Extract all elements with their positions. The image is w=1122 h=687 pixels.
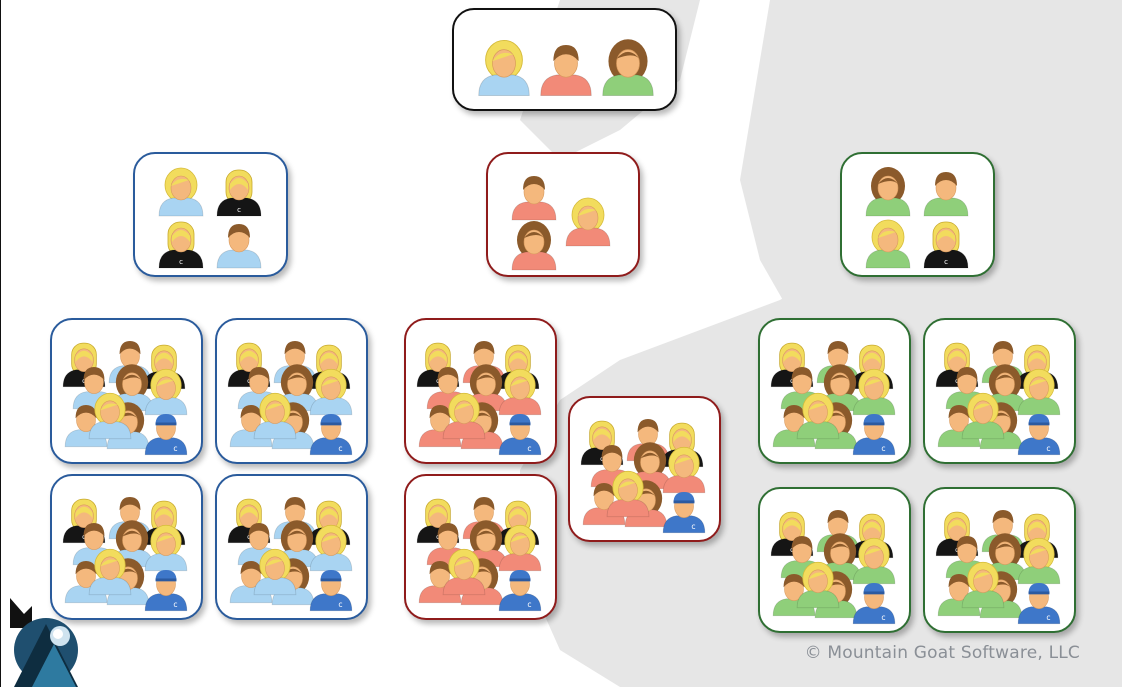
person-icon: c — [923, 221, 969, 269]
person-icon — [961, 561, 1005, 609]
svg-text:c: c — [691, 522, 695, 531]
person-icon — [852, 537, 896, 585]
svg-text:c: c — [179, 258, 183, 266]
person-icon — [662, 446, 706, 494]
person-icon — [923, 172, 969, 217]
svg-text:c: c — [1046, 613, 1050, 622]
person-icon — [796, 392, 840, 440]
person-icon — [144, 524, 188, 572]
person-icon — [865, 167, 911, 217]
person-icon — [144, 368, 188, 416]
person-icon — [88, 392, 132, 440]
svg-text:c: c — [790, 377, 794, 385]
person-icon — [796, 561, 840, 609]
svg-text:c: c — [955, 546, 959, 554]
person-icon — [110, 520, 154, 568]
person-icon — [110, 364, 154, 412]
svg-text:c: c — [247, 377, 251, 385]
person-icon — [442, 548, 486, 596]
svg-text:c: c — [173, 444, 177, 453]
person-icon — [442, 392, 486, 440]
person-icon: c — [852, 413, 896, 456]
person-icon — [565, 197, 611, 247]
green-team-2-box: ccc — [923, 318, 1076, 464]
blue-team-2-box: ccc — [215, 318, 368, 464]
person-icon — [498, 524, 542, 572]
svg-text:c: c — [237, 206, 241, 214]
person-icon: c — [1017, 582, 1061, 625]
person-icon: c — [1017, 413, 1061, 456]
svg-text:c: c — [247, 533, 251, 541]
green-team-3-box: ccc — [758, 487, 911, 633]
svg-text:c: c — [527, 600, 531, 609]
svg-text:c: c — [881, 444, 885, 453]
left-border-line — [0, 0, 1, 687]
svg-text:c: c — [881, 613, 885, 622]
person-icon: c — [852, 582, 896, 625]
person-icon — [865, 219, 911, 269]
svg-text:c: c — [955, 377, 959, 385]
svg-text:c: c — [790, 546, 794, 554]
svg-text:c: c — [338, 444, 342, 453]
svg-text:c: c — [436, 533, 440, 541]
blue-team-3-box: ccc — [50, 474, 203, 620]
person-icon — [983, 364, 1027, 412]
person-icon: c — [662, 491, 706, 534]
person-icon — [498, 368, 542, 416]
svg-text:c: c — [436, 377, 440, 385]
blue-team-1-box: ccc — [50, 318, 203, 464]
person-icon — [961, 392, 1005, 440]
person-icon — [253, 392, 297, 440]
person-icon: c — [158, 221, 204, 269]
product-owner-team-box — [452, 8, 677, 111]
svg-text:c: c — [944, 258, 948, 266]
svg-text:c: c — [82, 377, 86, 385]
person-icon: c — [309, 569, 353, 612]
person-icon: c — [144, 413, 188, 456]
person-icon — [540, 45, 592, 97]
person-icon: c — [309, 413, 353, 456]
person-icon — [426, 523, 470, 566]
svg-text:c: c — [527, 444, 531, 453]
person-icon — [253, 548, 297, 596]
person-icon — [158, 167, 204, 217]
person-icon — [464, 364, 508, 412]
person-icon — [1017, 368, 1061, 416]
svg-text:c: c — [173, 600, 177, 609]
red-team-3-box: ccc — [568, 396, 721, 542]
svg-text:c: c — [338, 600, 342, 609]
person-icon — [606, 470, 650, 518]
copyright-text: © Mountain Goat Software, LLC — [804, 643, 1080, 663]
green-team-4-box: ccc — [923, 487, 1076, 633]
person-icon: c — [498, 413, 542, 456]
red-team-1-box: ccc — [404, 318, 557, 464]
person-icon — [64, 561, 108, 604]
green-team-1-box: ccc — [758, 318, 911, 464]
svg-text:c: c — [600, 455, 604, 463]
person-icon — [88, 548, 132, 596]
green-area-team-box: c — [840, 152, 995, 277]
person-icon — [464, 520, 508, 568]
svg-text:c: c — [82, 533, 86, 541]
mountain-goat-logo-icon — [10, 598, 78, 687]
red-area-team-box — [486, 152, 640, 277]
blue-team-4-box: ccc — [215, 474, 368, 620]
person-icon: c — [216, 169, 262, 217]
person-icon — [309, 368, 353, 416]
person-icon — [309, 524, 353, 572]
person-icon: c — [498, 569, 542, 612]
person-icon — [1017, 537, 1061, 585]
person-icon — [216, 224, 262, 269]
person-icon — [818, 533, 862, 581]
svg-text:c: c — [1046, 444, 1050, 453]
person-icon — [602, 39, 654, 97]
person-icon: c — [144, 569, 188, 612]
red-team-2-box: ccc — [404, 474, 557, 620]
person-icon — [852, 368, 896, 416]
person-icon — [511, 176, 557, 221]
person-icon — [511, 221, 557, 271]
person-icon — [478, 39, 530, 97]
